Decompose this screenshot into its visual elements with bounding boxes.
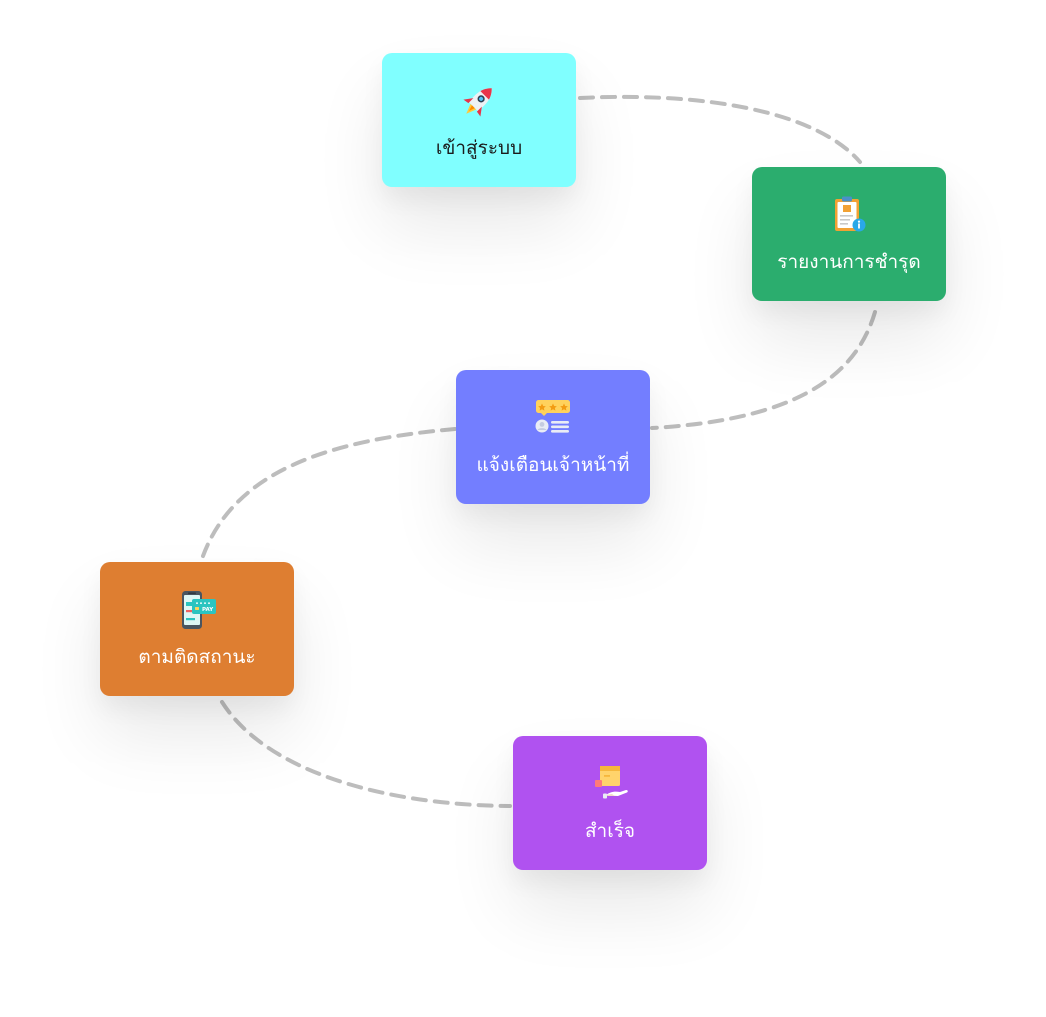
- step-card-report[interactable]: รายงานการชำรุด: [752, 167, 946, 301]
- step-card-track[interactable]: PAY ตามติดสถานะ: [100, 562, 294, 696]
- step-label: สำเร็จ: [584, 820, 636, 842]
- connector-report-to-notify: [650, 310, 877, 430]
- step-card-notify[interactable]: แจ้งเตือนเจ้าหน้าที่: [456, 370, 650, 504]
- package-hand-icon: [588, 762, 632, 806]
- connector-login-to-report: [578, 94, 862, 164]
- step-label: ตามติดสถานะ: [138, 646, 256, 668]
- svg-text:PAY: PAY: [202, 607, 214, 613]
- phone-pay-icon: PAY: [175, 588, 219, 632]
- connector-track-to-done: [220, 700, 512, 808]
- step-label: แจ้งเตือนเจ้าหน้าที่: [476, 454, 630, 476]
- step-label: เข้าสู่ระบบ: [435, 137, 523, 159]
- step-card-done[interactable]: สำเร็จ: [513, 736, 707, 870]
- connector-notify-to-track: [201, 427, 457, 558]
- clipboard-report-icon: [827, 193, 871, 237]
- step-label: รายงานการชำรุด: [777, 251, 921, 273]
- rating-card-icon: [531, 396, 575, 440]
- step-card-login[interactable]: เข้าสู่ระบบ: [382, 53, 576, 187]
- rocket-icon: [457, 79, 501, 123]
